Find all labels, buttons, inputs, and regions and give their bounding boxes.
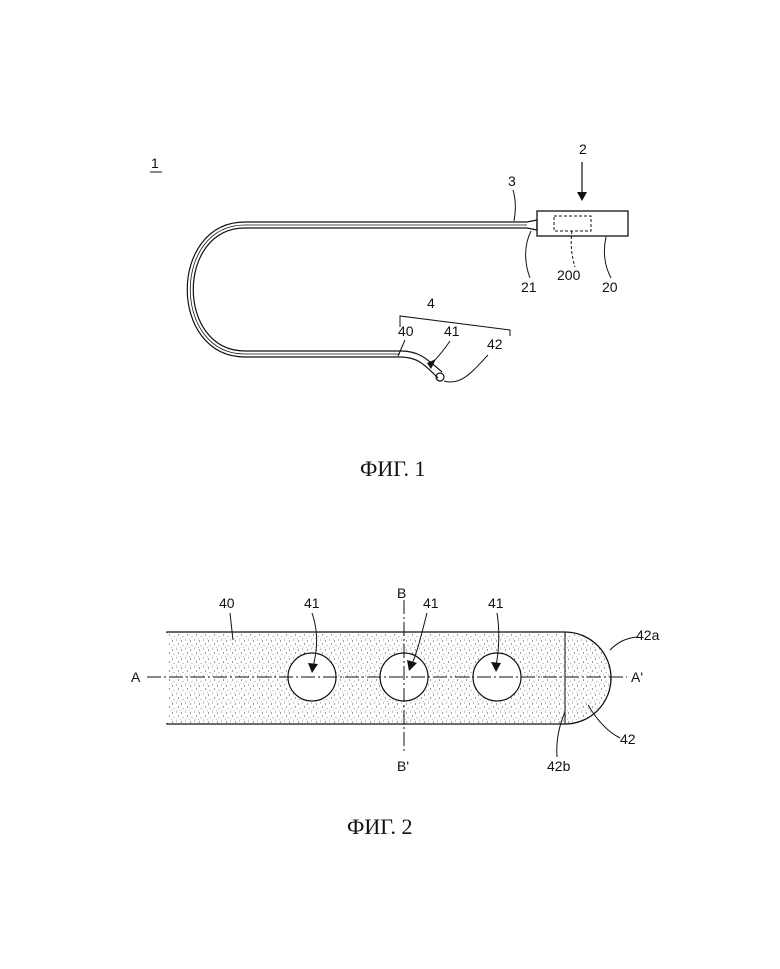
label-axis-a: A (131, 669, 141, 685)
chip-dashed (554, 216, 591, 231)
label-distal: 4 (427, 295, 435, 311)
catheter-tube-outer (187, 222, 527, 378)
label-chip: 200 (557, 267, 581, 283)
caption-fig2: ФИГ. 2 (347, 814, 413, 839)
label-axis-b: B (397, 585, 406, 601)
housing (537, 211, 628, 236)
caption-fig1: ФИГ. 1 (360, 456, 426, 481)
label-tip-fig1: 42 (487, 336, 503, 352)
leader-connector (526, 231, 531, 278)
figure-1: 1 2 3 21 200 20 4 40 (150, 141, 628, 481)
label-tube-fig1: 40 (398, 323, 414, 339)
label-tip-base: 42b (547, 758, 571, 774)
label-tip-outer: 42a (636, 627, 660, 643)
label-device: 1 (151, 155, 159, 171)
label-hole-fig2-3: 41 (488, 595, 504, 611)
label-tube-fig2: 40 (219, 595, 235, 611)
label-axis-b-prime: B' (397, 758, 409, 774)
leader-housing (604, 237, 611, 278)
leader-tip-outer (610, 637, 637, 650)
label-connector: 21 (521, 279, 537, 295)
label-unit: 2 (579, 141, 587, 157)
label-axis-a-prime: A' (631, 669, 643, 685)
label-hole-fig2-1: 41 (304, 595, 320, 611)
connector (527, 220, 537, 230)
leader-tube-fig1 (398, 340, 405, 356)
label-hole-fig2-2: 41 (423, 595, 439, 611)
catheter-tube-midline (190, 225, 527, 354)
figure-2: A A' B B' 40 41 41 41 42a 42 42b ФИГ. 2 (131, 585, 660, 839)
leader-wire (513, 190, 515, 221)
label-hole-fig1: 41 (444, 323, 460, 339)
leader-tip-fig1 (444, 355, 488, 382)
arrow-unit-head (577, 192, 587, 201)
catheter-tube-inner (193, 228, 527, 372)
label-wire: 3 (508, 173, 516, 189)
label-housing: 20 (602, 279, 618, 295)
label-tip-fig2: 42 (620, 731, 636, 747)
